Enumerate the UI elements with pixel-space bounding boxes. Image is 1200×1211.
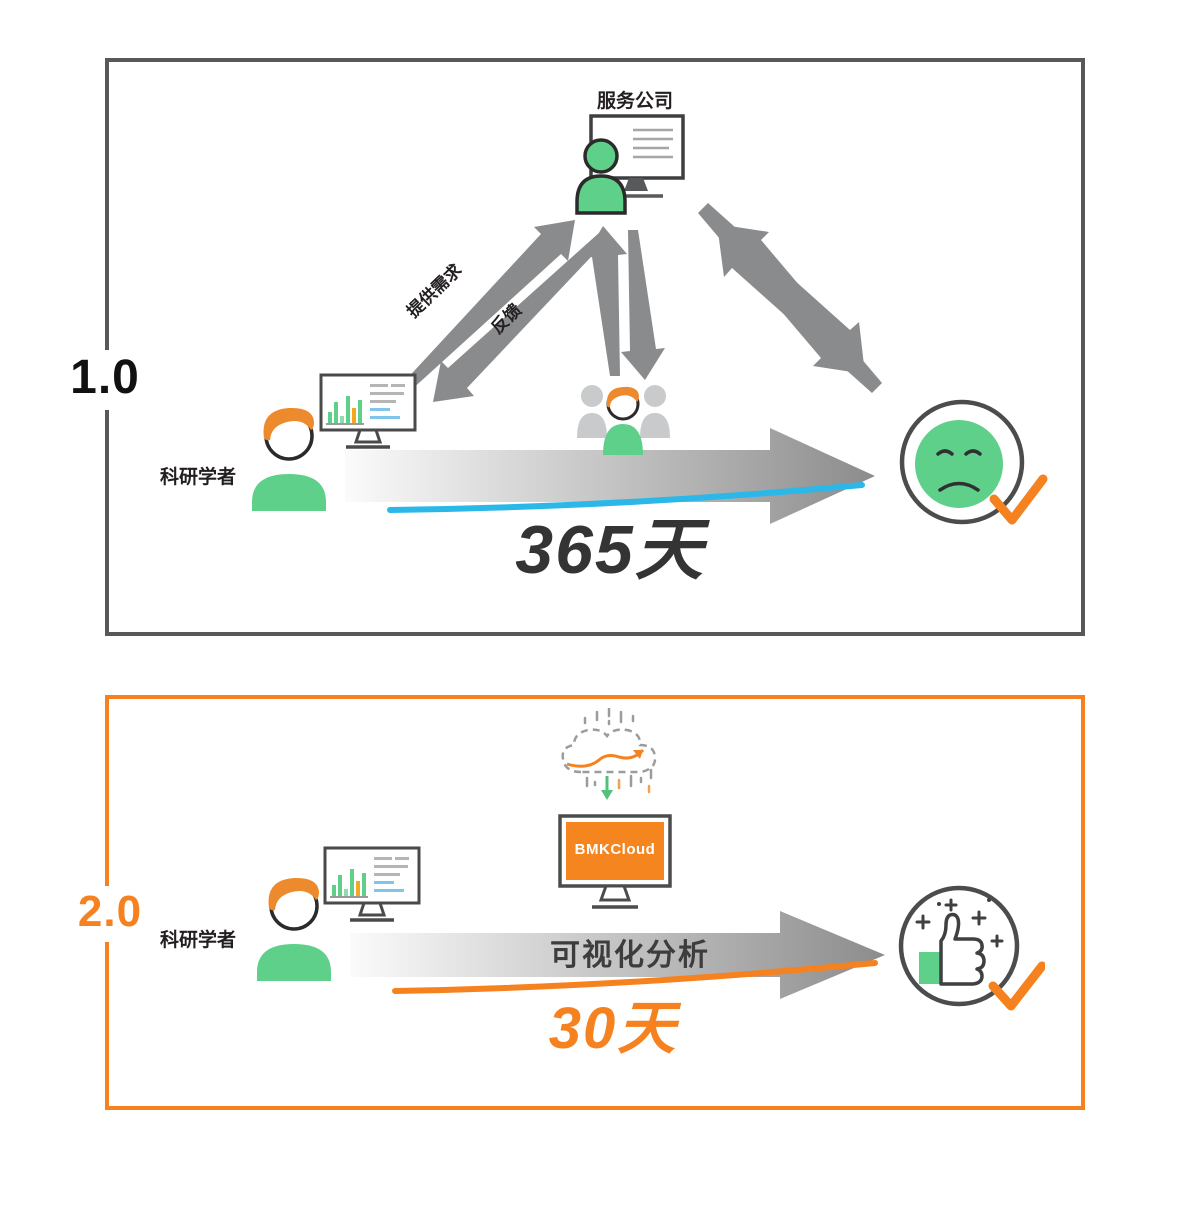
timeline-underline-cyan — [387, 482, 865, 513]
timeline-underline-orange — [392, 960, 878, 994]
panel-v1 — [105, 58, 1085, 636]
researcher-label-v1: 科研学者 — [160, 467, 237, 488]
arrow-right-up — [717, 224, 882, 393]
panel-v1-arrows-layer — [345, 203, 882, 524]
arrow-team-up — [584, 226, 627, 376]
thumbs-up-icon — [898, 885, 1045, 1011]
sad-face-icon — [899, 399, 1048, 525]
version-label-v2: 2.0 — [66, 886, 154, 942]
analysis-monitor-icon — [319, 373, 417, 449]
checkmark-icon — [988, 961, 1045, 1011]
analysis-monitor-icon — [323, 846, 421, 922]
person-at-monitor-icon — [575, 114, 685, 215]
duration-label-v2: 30天 — [548, 996, 678, 1061]
checkmark-icon — [989, 474, 1048, 525]
researcher-icon — [252, 407, 326, 511]
sparkle-plus-icons — [915, 898, 1004, 948]
arrow-team-down — [621, 230, 665, 380]
people-group-icon — [577, 385, 670, 455]
service-company-label: 服务公司 — [596, 91, 673, 112]
panel-v2-arrows-layer — [350, 911, 885, 999]
arrow-provide-requirements — [402, 220, 575, 392]
bmkcloud-screen — [566, 822, 664, 880]
timeline-arrow-v2 — [350, 911, 885, 999]
bmkcloud-label: BMKCloud — [574, 841, 656, 858]
arrow-feedback — [433, 232, 607, 402]
researcher-label-v2: 科研学者 — [160, 930, 237, 951]
cloud-data-icon — [561, 708, 657, 800]
visual-analysis-label: 可视化分析 — [550, 939, 710, 972]
researcher-icon — [257, 877, 331, 981]
version-label-v1: 1.0 — [58, 350, 152, 410]
bmkcloud-monitor-icon — [558, 814, 672, 909]
duration-label-v1: 365天 — [515, 512, 705, 588]
timeline-arrow-v1 — [345, 428, 875, 524]
